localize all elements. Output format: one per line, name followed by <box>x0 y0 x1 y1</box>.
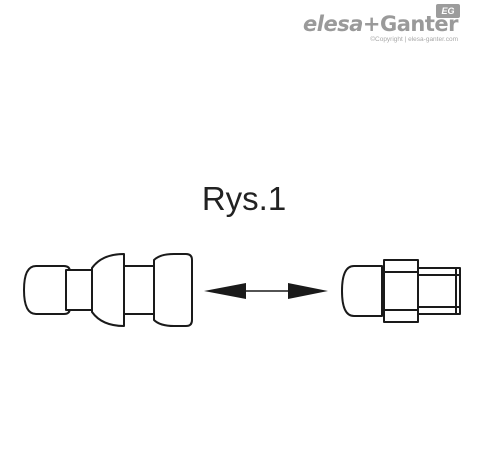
hose-socket-right <box>153 253 193 327</box>
brand-name-elesa: elesa <box>303 12 363 36</box>
hose-ball-middle <box>91 253 125 327</box>
brand-name-plus: + <box>362 12 381 36</box>
double-arrow-left-head <box>204 283 246 299</box>
connector-ball <box>341 265 383 317</box>
hose-segment-assembly <box>23 253 193 327</box>
connector-hex-nut <box>383 259 419 323</box>
brand-name-ganter: Ganter <box>380 12 459 36</box>
connector-fitting <box>341 259 461 323</box>
hose-neck-2 <box>123 265 159 315</box>
brand-logo: EG elesa+Ganter ©Copyright | elesa-gante… <box>298 4 460 46</box>
double-arrow-right-head <box>288 283 328 299</box>
figure-label: Rys.1 <box>201 180 287 217</box>
double-arrow <box>204 283 328 299</box>
brand-name: elesa+Ganter <box>303 12 458 36</box>
hose-neck-1 <box>65 269 93 311</box>
eg-badge: EG <box>436 4 460 18</box>
brand-copyright: ©Copyright | elesa-ganter.com <box>370 36 458 43</box>
hose-ball-left <box>23 265 71 315</box>
